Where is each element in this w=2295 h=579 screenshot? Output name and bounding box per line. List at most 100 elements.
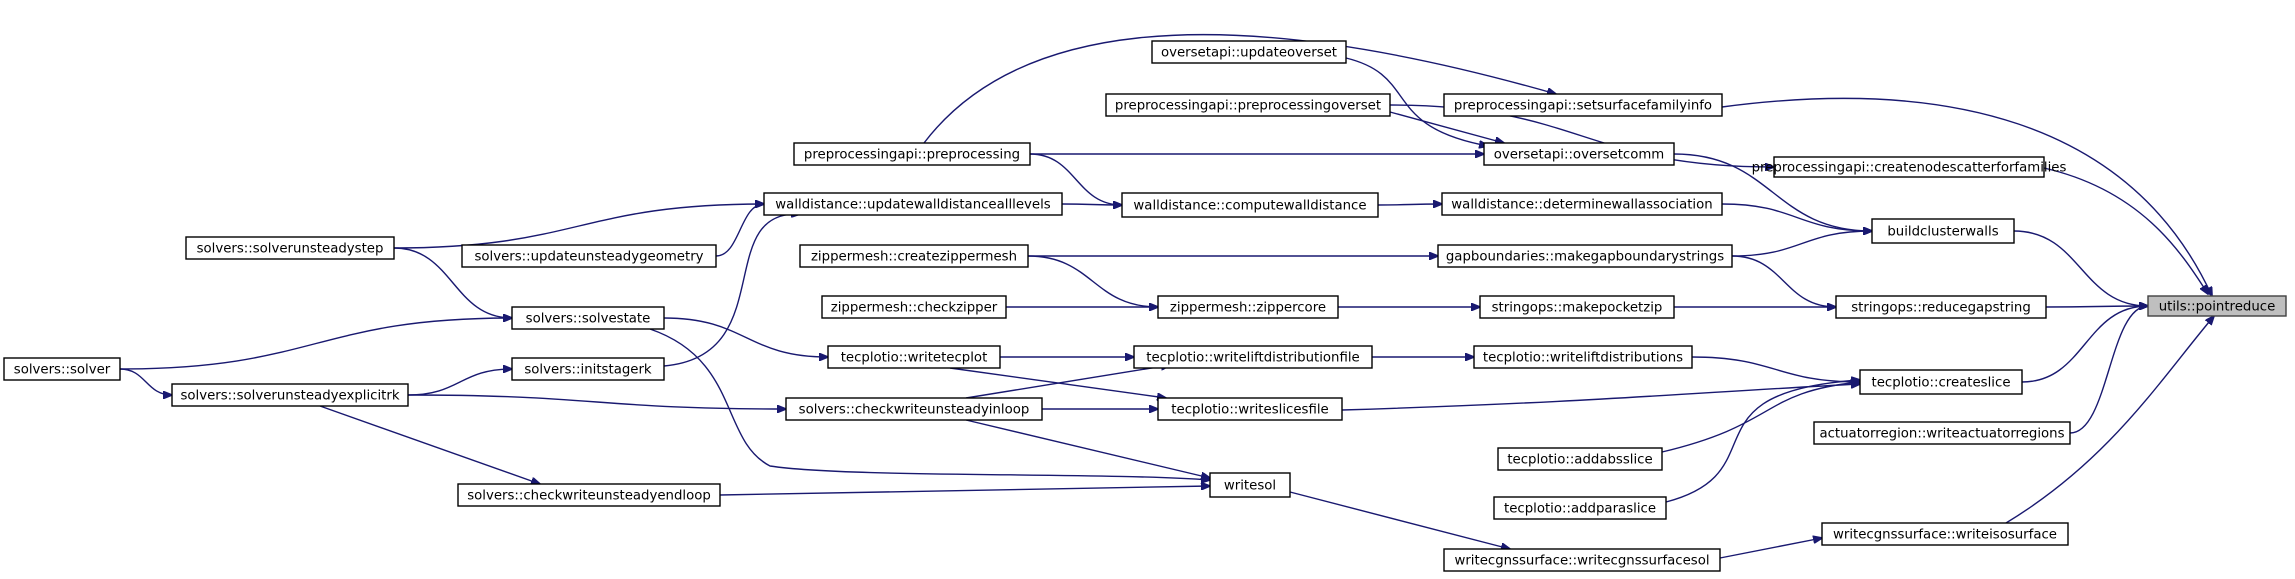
node-writeliftdistributionfile[interactable]: tecplotio::writeliftdistributionfile: [1133, 345, 1373, 369]
node-label: stringops::reducegapstring: [1851, 301, 2031, 316]
node-box: [1157, 295, 1339, 319]
node-box: [1151, 40, 1347, 64]
node-box: [1871, 218, 2015, 244]
edge-updateoverset-to-oversetcomm: [1345, 57, 1488, 146]
edge-preprocessingoverset-to-oversetcomm: [1389, 111, 1504, 143]
node-box: [457, 483, 721, 507]
node-buildclusterwalls[interactable]: buildclusterwalls: [1871, 218, 2015, 244]
node-label: zippermesh::zippercore: [1170, 301, 1326, 316]
node-makegapboundarystrings[interactable]: gapboundaries::makegapboundarystrings: [1437, 244, 1733, 268]
node-updateunsteadygeometry[interactable]: solvers::updateunsteadygeometry: [461, 244, 717, 268]
node-computewalldistance[interactable]: walldistance::computewalldistance: [1121, 192, 1379, 218]
edge-writeactuatorregions-to-pointreduce: [2069, 306, 2148, 434]
edge-computewalldistance-to-determinewallassociation: [1377, 204, 1442, 205]
node-preprocessing[interactable]: preprocessingapi::preprocessing: [793, 142, 1031, 166]
node-solver[interactable]: solvers::solver: [3, 357, 121, 381]
edge-setsurfacefamilyinfo-to-pointreduce: [1721, 97, 2212, 296]
node-box: [1209, 472, 1291, 498]
node-checkwriteunsteadyinloop[interactable]: solvers::checkwriteunsteadyinloop: [785, 397, 1043, 421]
node-label: solvers::checkwriteunsteadyendloop: [467, 489, 711, 504]
node-reducegapstring[interactable]: stringops::reducegapstring: [1835, 295, 2047, 319]
node-box: [785, 397, 1043, 421]
node-label: walldistance::updatewalldistancealllevel…: [775, 198, 1050, 213]
node-label: gapboundaries::makegapboundarystrings: [1446, 250, 1724, 265]
edge-checkwriteunsteadyinloop-to-writesol: [965, 419, 1210, 478]
node-writetecplot[interactable]: tecplotio::writetecplot: [827, 345, 1001, 369]
node-setsurfacefamilyinfo[interactable]: preprocessingapi::setsurfacefamilyinfo: [1443, 93, 1723, 117]
node-createzippermesh[interactable]: zippermesh::createzippermesh: [799, 244, 1029, 268]
node-label: tecplotio::addabsslice: [1507, 453, 1652, 468]
edge-solver-to-solvestate: [119, 318, 512, 370]
edge-writesol-to-writecgnssurfacesol: [1289, 491, 1510, 549]
node-solverunsteadystep[interactable]: solvers::solverunsteadystep: [185, 236, 395, 260]
node-box: [821, 295, 1007, 319]
edge-writetecplot-to-writeslicesfile: [949, 367, 1166, 398]
node-box: [1483, 142, 1675, 166]
node-initstagerk[interactable]: solvers::initstagerk: [511, 357, 665, 381]
edge-solverunsteadystep-to-updatewalldistancealllevels: [393, 204, 764, 249]
node-updateoverset[interactable]: oversetapi::updateoverset: [1151, 40, 1347, 64]
node-box: [185, 236, 395, 260]
node-pointreduce[interactable]: utils::pointreduce: [2147, 295, 2287, 317]
node-box: [1479, 295, 1675, 319]
node-createslice[interactable]: tecplotio::createslice: [1859, 369, 2023, 395]
node-label: utils::pointreduce: [2159, 300, 2276, 315]
node-makepocketzip[interactable]: stringops::makepocketzip: [1479, 295, 1675, 319]
node-checkwriteunsteadyendloop[interactable]: solvers::checkwriteunsteadyendloop: [457, 483, 721, 507]
node-createnodescatter[interactable]: preprocessingapi::createnodescatterforfa…: [1752, 156, 2067, 178]
node-label: tecplotio::createslice: [1872, 376, 2011, 391]
node-checkzipper[interactable]: zippermesh::checkzipper: [821, 295, 1007, 319]
node-addabsslice[interactable]: tecplotio::addabsslice: [1497, 447, 1663, 471]
node-solvestate[interactable]: solvers::solvestate: [511, 306, 665, 330]
node-box: [1821, 522, 2069, 546]
edge-createnodescatter-to-pointreduce: [2043, 167, 2208, 294]
edge-updateunsteadygeometry-to-updatewalldistancealllevels: [715, 204, 764, 257]
node-box: [1813, 421, 2071, 445]
node-writesol[interactable]: writesol: [1209, 472, 1291, 498]
node-label: writecgnssurface::writecgnssurfacesol: [1454, 554, 1709, 569]
node-solverunsteadyexplicitrk[interactable]: solvers::solverunsteadyexplicitrk: [171, 383, 409, 407]
node-updatewalldistancealllevels[interactable]: walldistance::updatewalldistancealllevel…: [763, 192, 1063, 216]
edge-oversetcomm-to-buildclusterwalls: [1673, 153, 1872, 231]
node-box: [1443, 93, 1723, 117]
edge-makegapboundarystrings-to-reducegapstring: [1731, 255, 1836, 307]
node-box: [827, 345, 1001, 369]
edge-buildclusterwalls-to-pointreduce: [2013, 230, 2148, 306]
node-box: [1157, 397, 1343, 421]
node-label: walldistance::computewalldistance: [1133, 199, 1366, 214]
node-addparaslice[interactable]: tecplotio::addparaslice: [1493, 496, 1667, 520]
node-label: actuatorregion::writeactuatorregions: [1819, 427, 2064, 442]
node-box: [1121, 192, 1379, 218]
node-zippercore[interactable]: zippermesh::zippercore: [1157, 295, 1339, 319]
edge-updatewalldistancealllevels-to-computewalldistance: [1061, 204, 1122, 205]
node-oversetcomm[interactable]: oversetapi::oversetcomm: [1483, 142, 1675, 166]
node-label: solvers::initstagerk: [524, 363, 652, 378]
node-determinewallassociation[interactable]: walldistance::determinewallassociation: [1441, 192, 1723, 216]
edge-preprocessing-to-computewalldistance: [1029, 153, 1122, 205]
node-box: [1497, 447, 1663, 471]
node-box: [1105, 93, 1391, 117]
node-writecgnssurfacesol[interactable]: writecgnssurface::writecgnssurfacesol: [1443, 548, 1721, 572]
edge-preprocessing-to-setsurfacefamilyinfo: [923, 33, 1556, 144]
node-box: [1859, 369, 2023, 395]
edge-createzippermesh-to-zippercore: [1027, 255, 1158, 307]
edge-createslice-to-pointreduce: [2021, 306, 2148, 383]
node-writeactuatorregions[interactable]: actuatorregion::writeactuatorregions: [1813, 421, 2071, 445]
node-preprocessingoverset[interactable]: preprocessingapi::preprocessingoverset: [1105, 93, 1391, 117]
node-writeliftdistributions[interactable]: tecplotio::writeliftdistributions: [1473, 345, 1693, 369]
edge-writeliftdistributions-to-createslice: [1691, 356, 1860, 382]
edge-writecgnssurfacesol-to-writeisosurface: [1719, 538, 1822, 559]
node-box: [799, 244, 1029, 268]
node-label: zippermesh::checkzipper: [831, 301, 998, 316]
edge-writeslicesfile-to-createslice: [1341, 384, 1860, 411]
node-box: [3, 357, 121, 381]
node-writeisosurface[interactable]: writecgnssurface::writeisosurface: [1821, 522, 2069, 546]
edge-solverunsteadyexplicitrk-to-initstagerk: [407, 369, 512, 396]
node-label: solvers::solverunsteadystep: [197, 242, 384, 257]
node-box: [1441, 192, 1723, 216]
node-label: solvers::updateunsteadygeometry: [474, 250, 703, 265]
node-label: tecplotio::addparaslice: [1504, 502, 1656, 517]
node-writeslicesfile[interactable]: tecplotio::writeslicesfile: [1157, 397, 1343, 421]
edge-reducegapstring-to-pointreduce: [2045, 306, 2148, 307]
